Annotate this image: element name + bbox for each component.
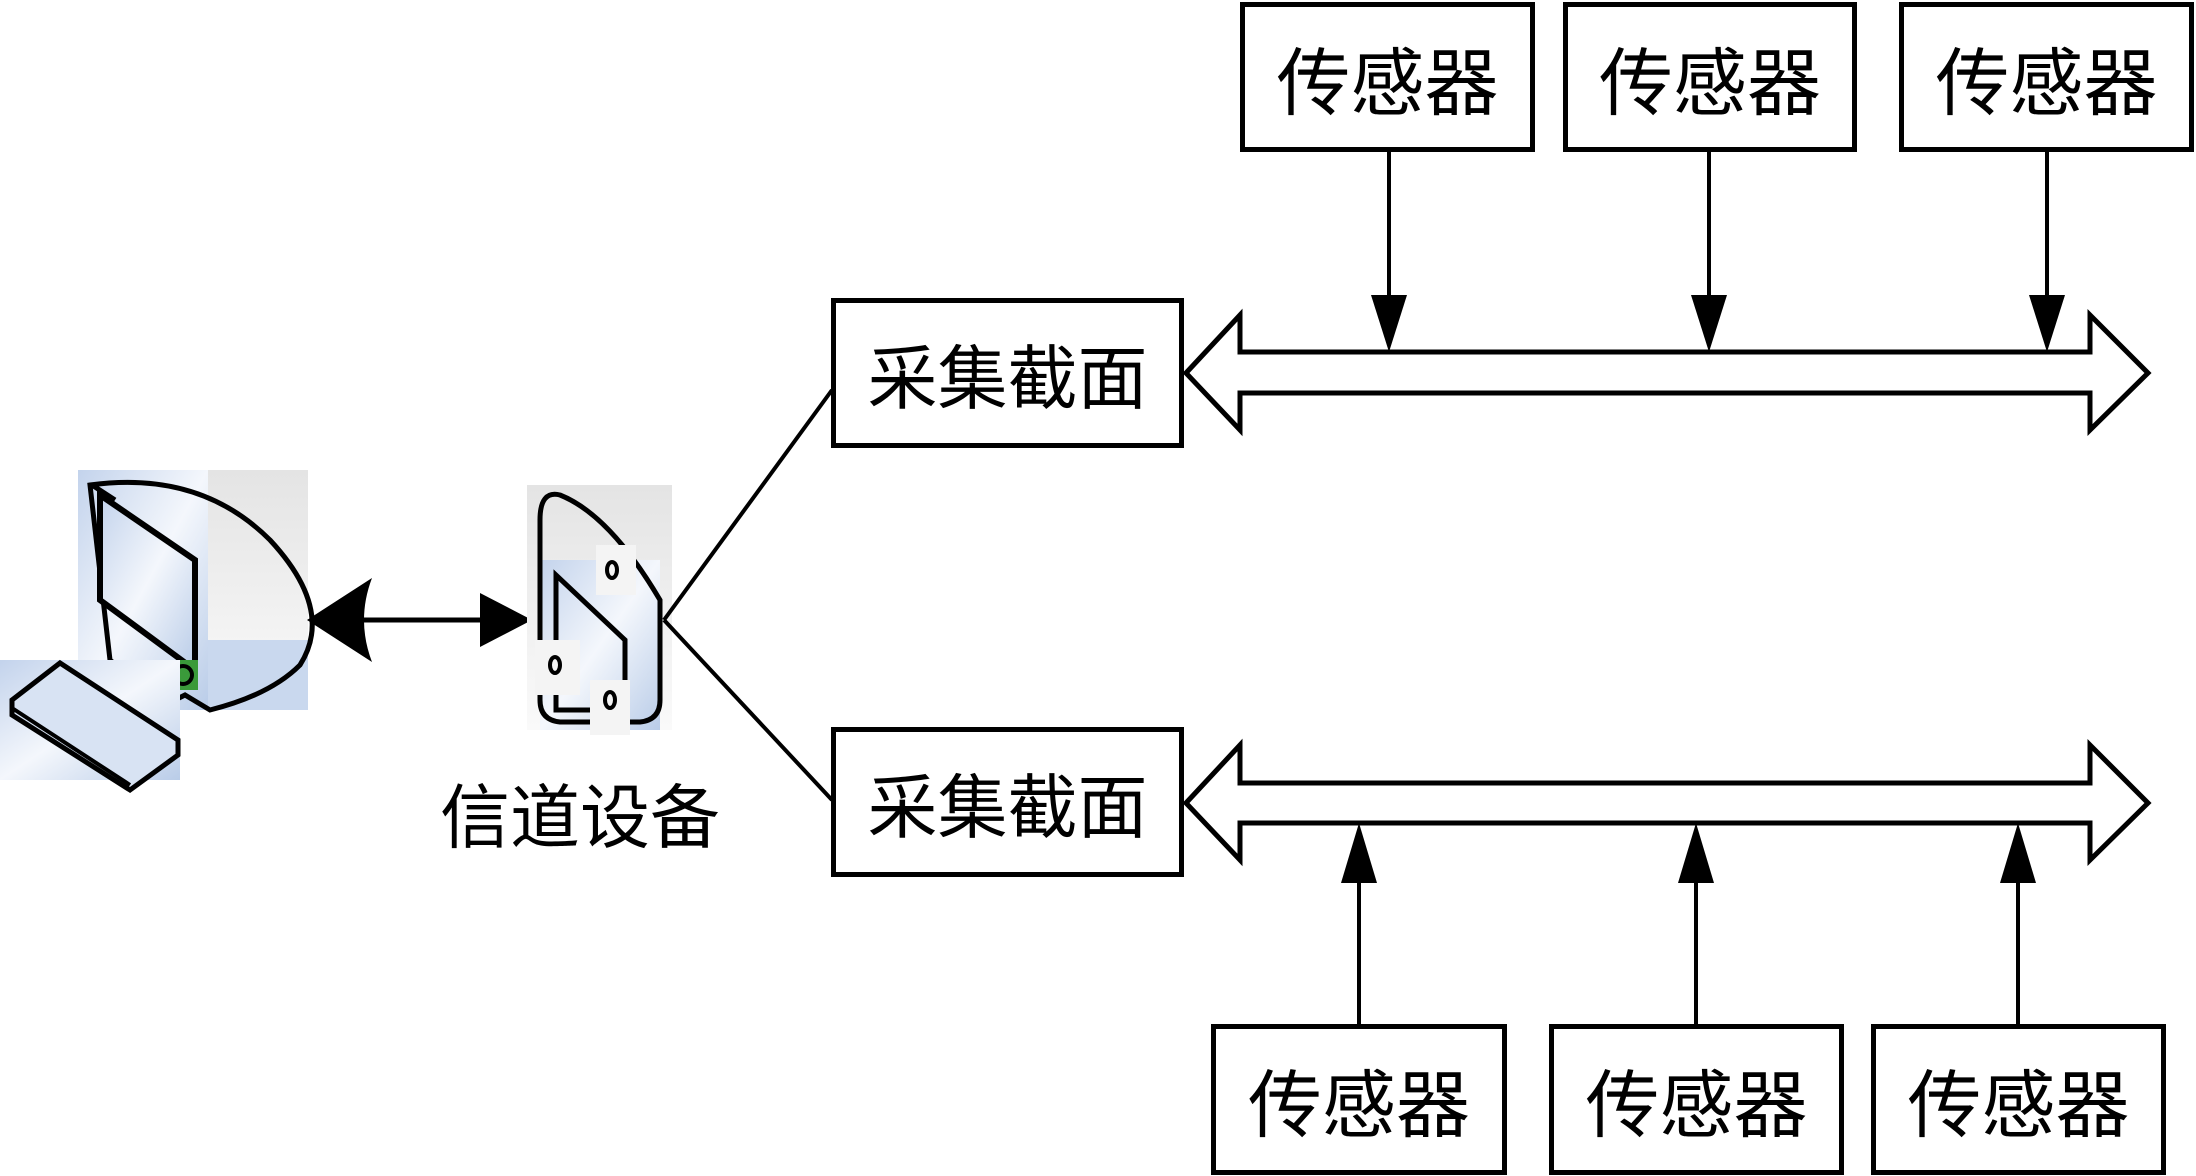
- section-label: 采集截面: [867, 766, 1148, 849]
- link-to-top-section: [662, 388, 834, 622]
- bidirectional-link-arrow: [307, 578, 532, 662]
- bottom-sensor-1: 传感器: [1211, 1024, 1507, 1175]
- sensor-label: 传感器: [1599, 40, 1821, 127]
- top-sensor-1: 传感器: [1240, 2, 1535, 152]
- bottom-bus-arrow: [1182, 738, 2152, 867]
- top-sensor-3: 传感器: [1899, 2, 2194, 152]
- top-sensor-2: 传感器: [1563, 2, 1857, 152]
- computer-icon: [0, 470, 315, 794]
- channel-device-label: 信道设备: [440, 777, 720, 859]
- channel-device-icon: [527, 485, 672, 735]
- bottom-sensor-2: 传感器: [1549, 1024, 1844, 1175]
- top-sensor-arrows: [1371, 150, 2065, 352]
- top-acquisition-section: 采集截面: [831, 298, 1184, 448]
- sensor-arrow: [1341, 823, 1377, 1025]
- link-to-bottom-section: [662, 618, 834, 802]
- sensor-label: 传感器: [1248, 1063, 1470, 1149]
- top-bus-arrow: [1182, 308, 2152, 437]
- sensor-arrow: [2029, 150, 2065, 352]
- sensor-label: 传感器: [1935, 40, 2158, 127]
- sensor-label: 传感器: [1585, 1063, 1808, 1149]
- bottom-sensor-3: 传感器: [1871, 1024, 2166, 1175]
- bottom-sensor-arrows: [1341, 823, 2036, 1025]
- bottom-acquisition-section: 采集截面: [831, 727, 1184, 877]
- sensor-arrow: [1691, 150, 1727, 352]
- sensor-arrow: [1678, 823, 1714, 1025]
- sensor-arrow: [1371, 150, 1407, 352]
- sensor-label: 传感器: [1276, 40, 1499, 127]
- sensor-arrow: [2000, 823, 2036, 1025]
- sensor-label: 传感器: [1907, 1063, 2130, 1149]
- section-label: 采集截面: [867, 337, 1148, 420]
